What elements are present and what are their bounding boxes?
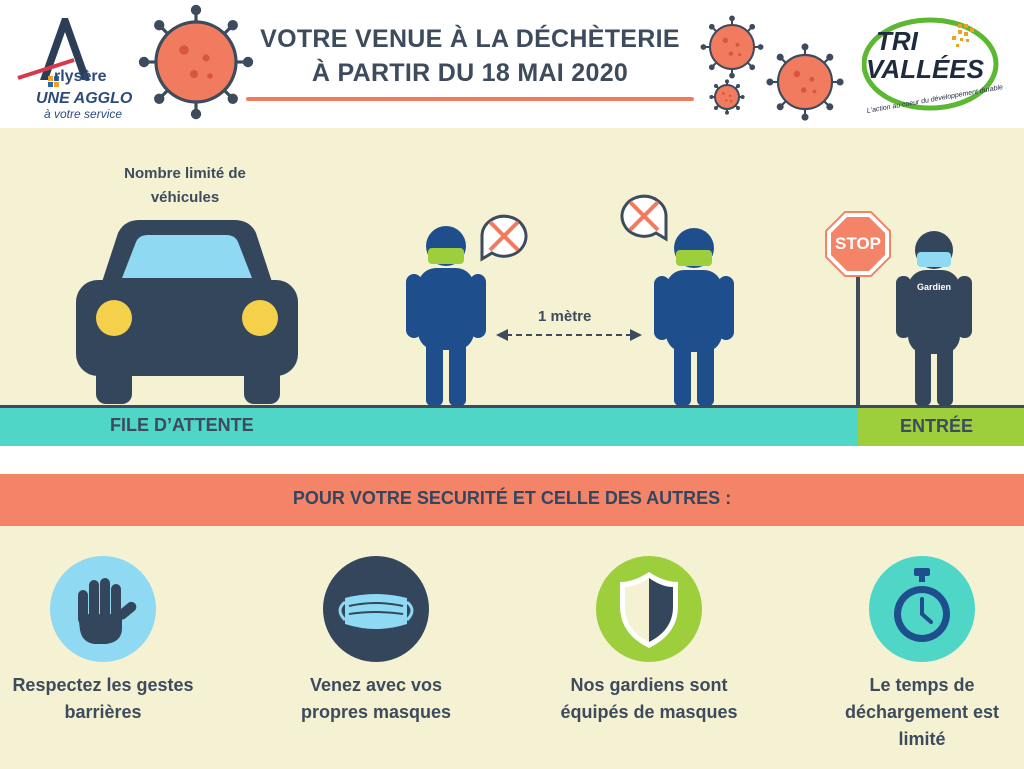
distance-arrow-icon <box>496 329 642 341</box>
page-title: VOTRE VENUE À LA DÉCHÈTERIE À PARTIR DU … <box>245 22 695 90</box>
arlysere-mark-icon <box>17 18 90 87</box>
tip-label: Nos gardiens sont équipés de masques <box>560 675 738 722</box>
guard-label: Gardien <box>917 282 951 292</box>
distance-label: 1 mètre <box>538 308 592 325</box>
stopwatch-icon <box>869 556 975 662</box>
tip-label: Respectez les gestes barrières <box>12 675 194 722</box>
mask-icon <box>323 556 429 662</box>
ground-line <box>0 405 1024 408</box>
hand-icon <box>50 556 156 662</box>
logo-tri-text: TRI <box>876 26 918 56</box>
trivallees-logo: TRI VALLÉES L'action au coeur du dévelop… <box>862 14 1003 118</box>
logo-vallees-text: VALLÉES <box>866 54 984 84</box>
tip-bring-masks: Venez avec vos propres masques <box>281 526 471 769</box>
tip-guards-masked: Nos gardiens sont équipés de masques <box>554 526 744 769</box>
virus-icon <box>709 79 745 115</box>
guard-icon <box>896 231 972 406</box>
entry-label: ENTRÉE <box>900 416 974 436</box>
logo-service-text: à votre service <box>44 107 123 121</box>
tip-label: Venez avec vos propres masques <box>300 675 452 722</box>
person-icon <box>406 226 486 406</box>
stop-text: STOP <box>835 234 881 253</box>
virus-icon <box>700 15 764 79</box>
safety-banner: POUR VOTRE SECURITÉ ET CELLE DES AUTRES … <box>0 474 1024 526</box>
virus-icon <box>138 4 254 120</box>
entry-lane <box>858 406 1024 446</box>
trivallees-swoosh-icon <box>862 17 999 111</box>
tip-label: Le temps de déchargement est limité <box>844 675 1000 749</box>
title-line-2: À PARTIR DU 18 MAI 2020 <box>311 59 629 87</box>
logo-brand-text: rlysère <box>54 68 107 85</box>
shield-icon <box>596 556 702 662</box>
no-talking-icon <box>480 214 528 262</box>
stop-sign-icon <box>825 211 891 408</box>
header: rlysère UNE AGGLO à votre service VOTRE … <box>0 0 1024 128</box>
person-icon <box>654 228 734 406</box>
scene-illustration: STOP Gardien <box>76 194 972 408</box>
queue-label: FILE D’ATTENTE <box>110 415 254 435</box>
vehicles-limit-label: Nombre limité de véhicules <box>124 165 246 206</box>
car-icon <box>76 220 298 404</box>
tip-time-limited: Le temps de déchargement est limité <box>827 526 1017 769</box>
title-line-1: VOTRE VENUE À LA DÉCHÈTERIE <box>260 25 680 53</box>
tip-barrier-gestures: Respectez les gestes barrières <box>8 526 198 769</box>
queue-scene: STOP Gardien Nombre limité de véhicules … <box>0 128 1024 446</box>
safety-banner-text: POUR VOTRE SECURITÉ ET CELLE DES AUTRES … <box>292 488 732 508</box>
queue-lane <box>0 406 858 446</box>
virus-decorations <box>138 4 844 121</box>
no-talking-icon <box>620 194 668 242</box>
arlysere-logo: rlysère UNE AGGLO à votre service <box>14 10 134 121</box>
tips-section: Respectez les gestes barrières Venez ave… <box>0 526 1024 769</box>
virus-icon <box>766 43 844 121</box>
title-underline <box>246 97 694 101</box>
logo-agglo-text: UNE AGGLO <box>36 90 133 107</box>
